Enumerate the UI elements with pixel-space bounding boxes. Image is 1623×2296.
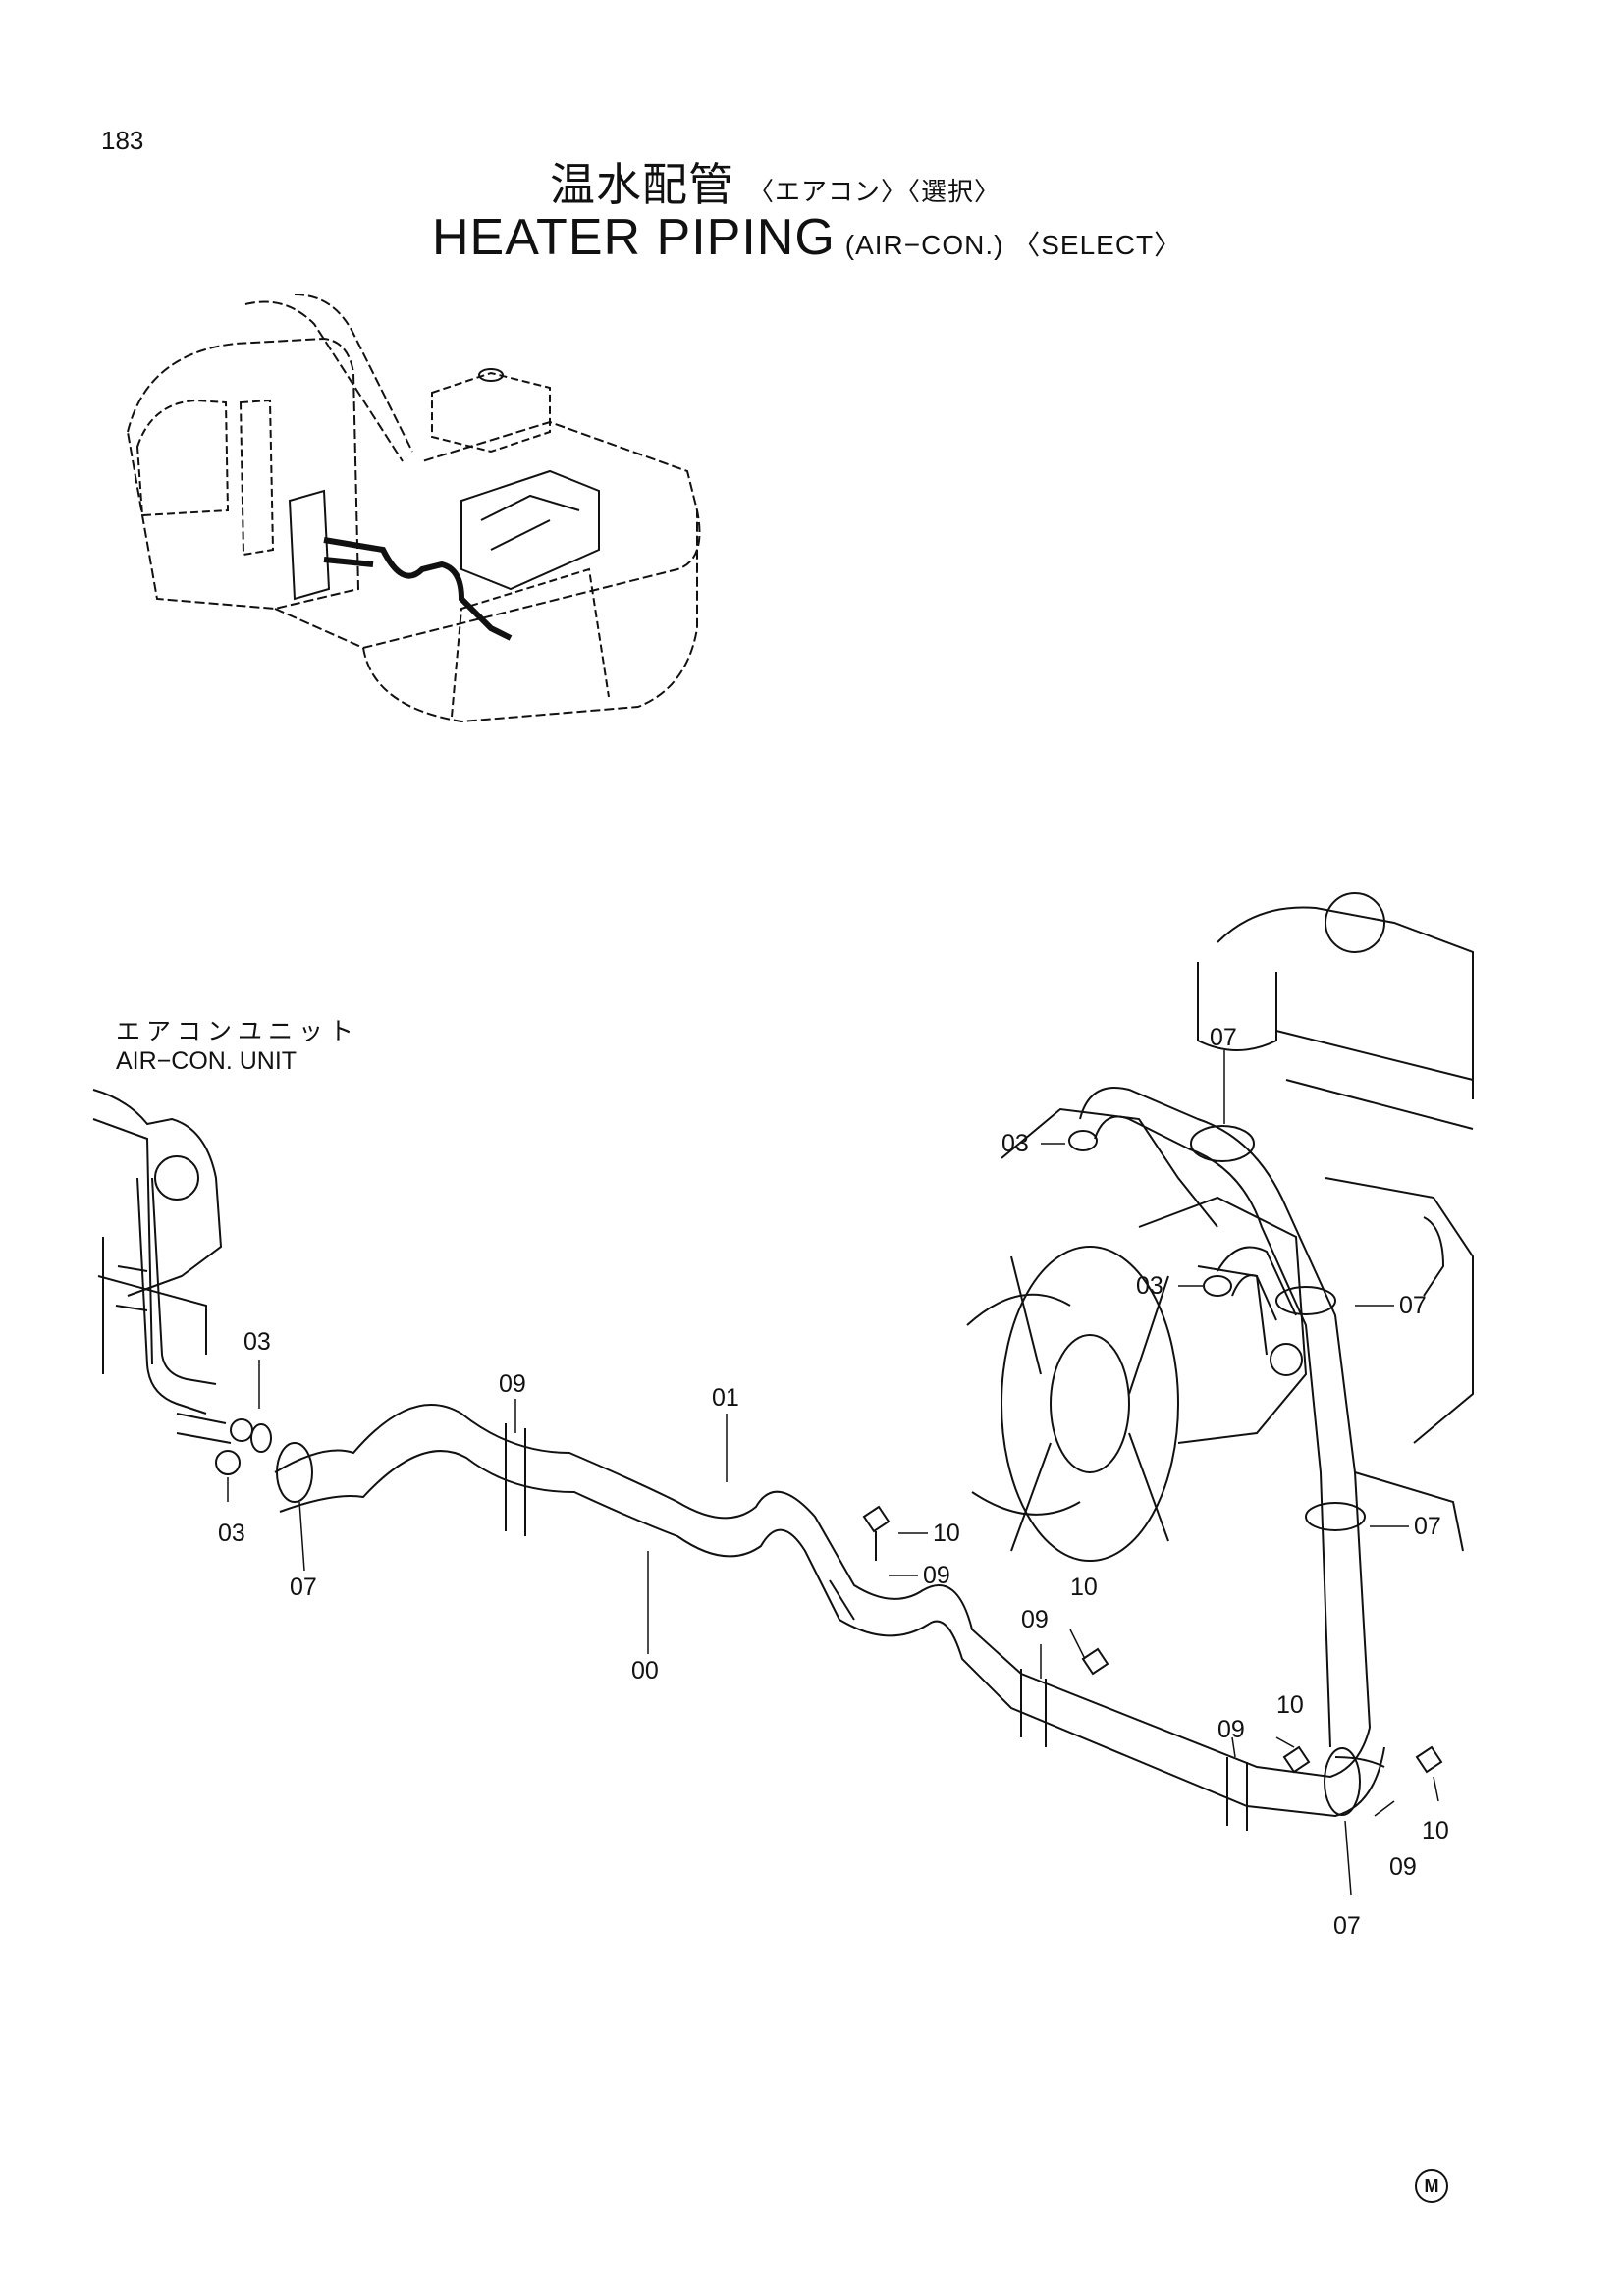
title-en-sub: (AIR−CON.) 〈SELECT〉 <box>844 230 1183 260</box>
callout-03-d: 03 <box>1136 1272 1163 1300</box>
callout-07-e: 07 <box>1414 1513 1441 1540</box>
callout-10-b: 10 <box>1070 1574 1098 1601</box>
footer-m-mark: M <box>1415 2169 1448 2203</box>
heater-hoses <box>176 1087 1443 1831</box>
callout-01: 01 <box>712 1384 739 1412</box>
callout-09-a: 09 <box>499 1370 526 1398</box>
title-en-main: HEATER PIPING <box>432 209 836 266</box>
callout-03-c: 03 <box>1001 1130 1029 1157</box>
callout-03-a: 03 <box>243 1328 271 1356</box>
callout-labels: 03 03 07 09 01 00 10 09 10 09 10 09 10 0… <box>218 1024 1449 1940</box>
callout-09-d: 09 <box>1217 1716 1245 1743</box>
air-con-unit-jp: エアコンユニット <box>116 1017 360 1045</box>
excavator-overview <box>126 294 701 723</box>
leader-lines <box>227 1050 1439 1896</box>
callout-09-c: 09 <box>1021 1606 1049 1633</box>
title-japanese: 温水配管〈エアコン〉〈選択〉 <box>550 149 1001 214</box>
air-con-unit-en: AIR−CON. UNIT <box>116 1047 298 1076</box>
callout-00: 00 <box>631 1657 659 1684</box>
title-jp-sub: 〈エアコン〉〈選択〉 <box>748 178 1001 207</box>
callout-03-b: 03 <box>218 1520 245 1547</box>
callout-10-c: 10 <box>1276 1691 1304 1719</box>
title-english: HEATER PIPING (AIR−CON.) 〈SELECT〉 <box>432 208 1182 267</box>
page-number: 183 <box>101 126 144 155</box>
callout-07-a: 07 <box>290 1574 317 1601</box>
engine <box>966 892 1474 1562</box>
callout-07-d: 07 <box>1399 1292 1427 1319</box>
callout-07-c: 07 <box>1210 1024 1237 1051</box>
title-jp-main: 温水配管 <box>550 158 734 211</box>
callout-09-e: 09 <box>1389 1853 1417 1881</box>
callout-09-b: 09 <box>923 1562 950 1589</box>
air-con-unit-caption: エアコンユニット AIR−CON. UNIT <box>116 1016 359 1078</box>
callout-10-d: 10 <box>1422 1817 1449 1844</box>
callout-07-b: 07 <box>1333 1912 1361 1940</box>
air-con-unit <box>92 1089 223 1415</box>
callout-10-a: 10 <box>933 1520 960 1547</box>
